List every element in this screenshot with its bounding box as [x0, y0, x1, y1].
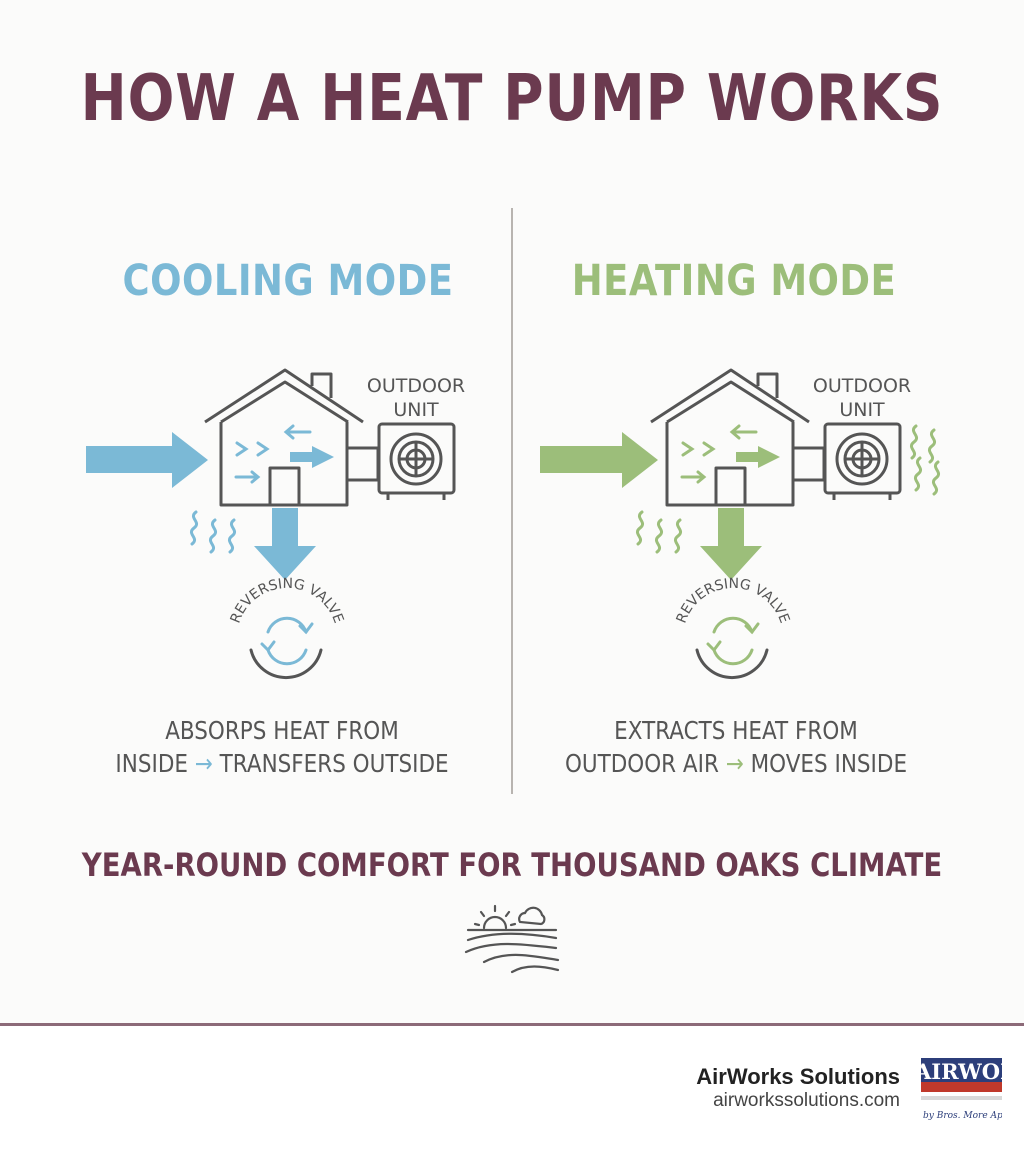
- brand-url[interactable]: airworkssolutions.com: [713, 1090, 900, 1111]
- cooling-diagram: OUTDOOR UNIT REVERSING VALVE: [86, 368, 465, 680]
- cooling-caption-line1: ABSORPS HEAT FROM: [165, 716, 399, 745]
- outdoor-unit-icon: [377, 422, 456, 500]
- cooling-caption-line2: INSIDE → TRANSFERS OUTSIDE: [62, 747, 502, 780]
- cooling-mode-heading: COOLING MODE: [122, 256, 454, 306]
- indoor-outflow-arrow: [290, 446, 334, 468]
- arrow-icon: →: [194, 749, 213, 778]
- outdoor-heat-waves-icon: [909, 424, 941, 496]
- heating-mode-heading: HEATING MODE: [571, 256, 897, 306]
- cooling-caption-part-b: TRANSFERS OUTSIDE: [219, 749, 449, 778]
- center-divider: [511, 208, 513, 794]
- reversing-valve-icon: [695, 616, 769, 680]
- svg-text:AIRWORKS: AIRWORKS: [921, 1059, 1002, 1084]
- incoming-air-arrow: [86, 432, 208, 488]
- outdoor-unit-icon: [823, 422, 902, 500]
- brand-name: AirWorks Solutions: [696, 1064, 900, 1089]
- heat-waves-icon: [189, 510, 237, 554]
- house-icon: [650, 368, 826, 507]
- landscape-sun-cloud-icon: [464, 904, 560, 974]
- indoor-flow-arrows: [234, 424, 312, 484]
- cooling-caption-part-a: INSIDE: [115, 749, 188, 778]
- heating-caption-line1: EXTRACTS HEAT FROM: [614, 716, 858, 745]
- footer: [0, 1026, 1024, 1154]
- indoor-outflow-arrow: [736, 446, 780, 468]
- heating-caption: EXTRACTS HEAT FROM OUTDOOR AIR → MOVES I…: [516, 714, 956, 780]
- downward-heat-arrow: [254, 508, 316, 580]
- page-title: HOW A HEAT PUMP WORKS: [80, 62, 944, 136]
- outdoor-unit-label-line1: OUTDOOR: [367, 375, 465, 397]
- heating-caption-part-b: MOVES INSIDE: [750, 749, 908, 778]
- heating-caption-part-a: OUTDOOR AIR: [564, 749, 719, 778]
- heating-caption-line2: OUTDOOR AIR → MOVES INSIDE: [516, 747, 956, 780]
- outdoor-unit-label-line2: UNIT: [393, 399, 439, 421]
- incoming-air-arrow: [540, 432, 658, 488]
- footer-divider: [0, 1023, 1024, 1026]
- heat-waves-icon: [635, 510, 683, 554]
- reversing-valve-icon: [249, 616, 323, 680]
- arrow-icon: →: [725, 749, 744, 778]
- svg-text:by Bros. More Appl: by Bros. More Appl: [923, 1111, 1002, 1121]
- indoor-flow-arrows: [680, 424, 758, 484]
- outdoor-unit-label-line1: OUTDOOR: [813, 375, 911, 397]
- downward-heat-arrow: [700, 508, 762, 580]
- cooling-caption: ABSORPS HEAT FROM INSIDE → TRANSFERS OUT…: [62, 714, 502, 780]
- house-icon: [204, 368, 380, 507]
- climate-subtitle: YEAR-ROUND COMFORT FOR THOUSAND OAKS CLI…: [81, 846, 943, 884]
- company-logo: AIRWORKS by Bros. More Appl: [921, 1058, 1002, 1124]
- outdoor-unit-label-line2: UNIT: [839, 399, 885, 421]
- heating-diagram: OUTDOOR UNIT REVERSING VALVE: [540, 368, 941, 680]
